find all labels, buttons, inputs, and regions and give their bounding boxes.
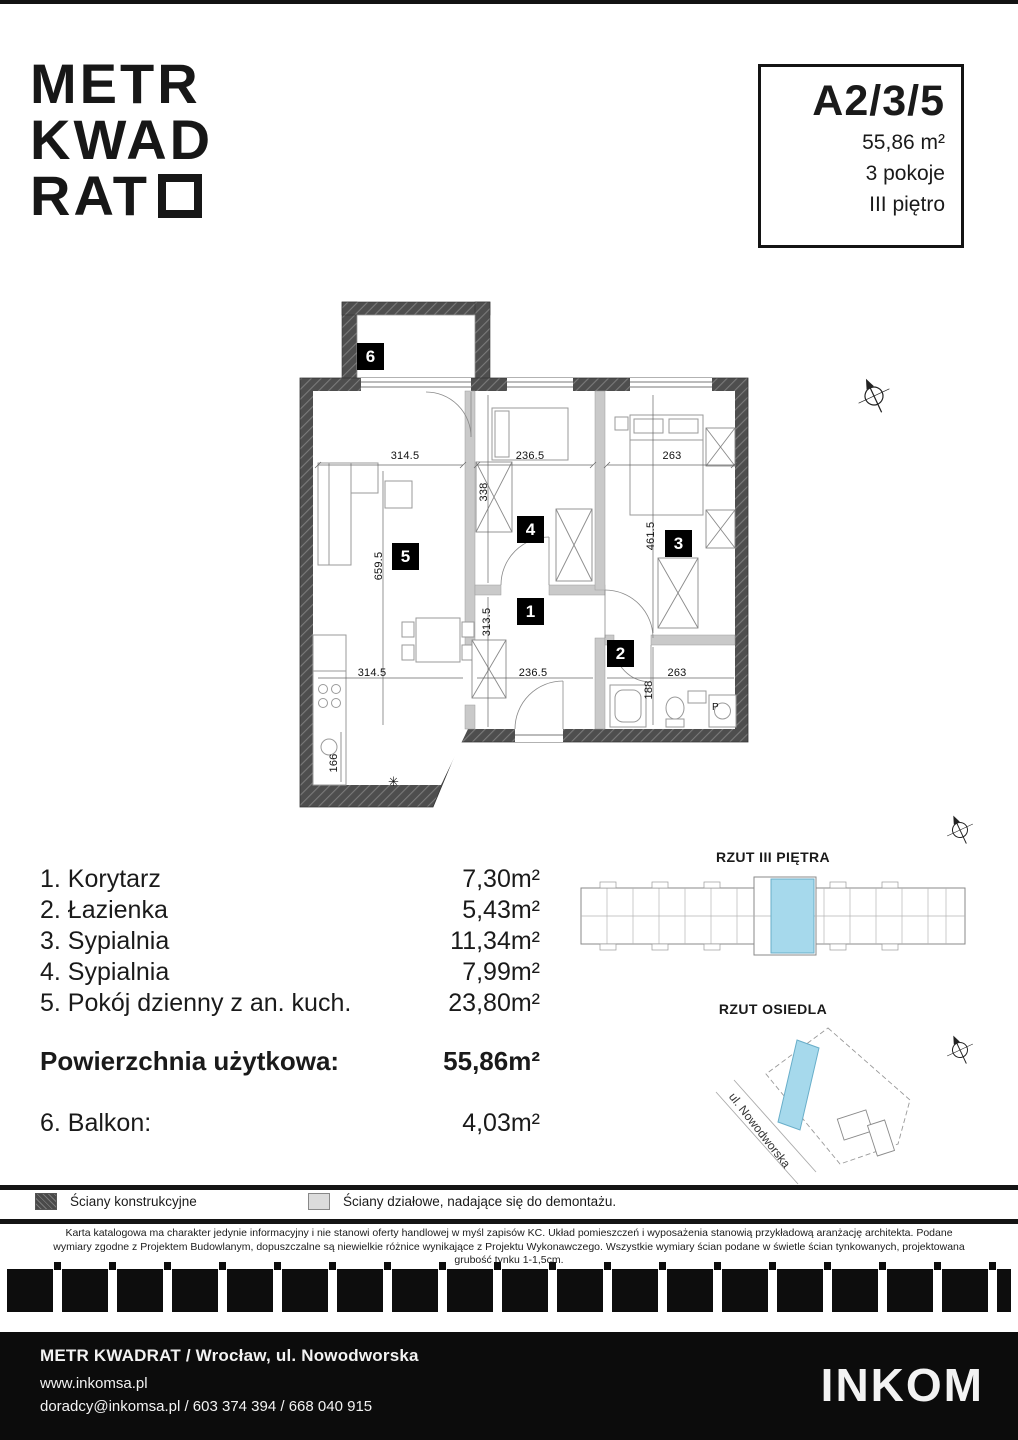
unit-code: A2/3/5	[812, 77, 945, 125]
balcony-row: 6. Balkon: 4,03m²	[40, 1108, 540, 1139]
balcony-label: 6. Balkon:	[40, 1109, 152, 1137]
highlighted-unit	[770, 878, 815, 954]
room-number-1: 1	[517, 598, 544, 625]
top-divider	[0, 0, 1018, 4]
compass-icon	[947, 1035, 973, 1064]
room-area: 5,43m²	[462, 896, 540, 924]
estate-plan-title: RZUT OSIEDLA	[718, 1001, 828, 1017]
room-area: 11,34m²	[450, 927, 540, 955]
room-number-2: 2	[607, 640, 634, 667]
legend-partition-walls: Ściany działowe, nadające się do demonta…	[308, 1193, 616, 1210]
room-name: 2. Łazienka	[40, 896, 168, 924]
dim-label-bath-vertical: 188	[643, 680, 655, 700]
furniture	[312, 407, 737, 786]
room-number-3: 3	[665, 530, 692, 557]
floor-plan-overview-title: RZUT III PIĘTRA	[715, 849, 831, 865]
unit-floor: III piętro	[869, 193, 945, 217]
highlighted-building	[777, 1039, 820, 1131]
metr-kwadrat-logo: METR KWAD RAT	[30, 56, 213, 224]
compass-icon	[858, 378, 890, 413]
room-area: 23,80m²	[448, 989, 540, 1017]
logo-line-1: METR	[30, 52, 201, 115]
filmstrip-large-squares	[7, 1269, 1011, 1312]
room-name: 1. Korytarz	[40, 865, 161, 893]
legend-label: Ściany działowe, nadające się do demonta…	[343, 1194, 617, 1209]
footer-contact: doradcy@inkomsa.pl / 603 374 394 / 668 0…	[40, 1398, 373, 1415]
room-number-5: 5	[392, 543, 419, 570]
floor-plan-drawing	[299, 301, 749, 808]
room-list-item: 5. Pokój dzienny z an. kuch. 23,80m²	[40, 988, 540, 1019]
filmstrip-small-squares	[7, 1262, 1011, 1270]
unit-info-box: A2/3/5 55,86 m² 3 pokoje III piętro	[758, 64, 964, 248]
room-list-item: 3. Sypialnia 11,34m²	[40, 926, 540, 957]
logo-line-3: RAT	[30, 168, 213, 224]
room-list-item: 2. Łazienka 5,43m²	[40, 895, 540, 926]
dim-label-room4-vertical: 338	[478, 482, 490, 502]
room-name: 5. Pokój dzienny z an. kuch.	[40, 989, 352, 1017]
wardrobes	[471, 427, 736, 699]
legend-structural-walls: Ściany konstrukcyjne	[35, 1193, 197, 1210]
drain-symbol: ✳	[388, 774, 399, 789]
room-number-6: 6	[357, 343, 384, 370]
legend-top-divider	[0, 1185, 1018, 1190]
room-area: 7,99m²	[462, 958, 540, 986]
structural-wall-swatch	[35, 1193, 57, 1210]
estate-plan	[715, 1027, 911, 1185]
washer-label: P	[712, 702, 719, 713]
room-area: 7,30m²	[462, 865, 540, 893]
windows	[361, 378, 712, 742]
balcony-area-value: 4,03m²	[462, 1109, 540, 1137]
inkom-logo: INKOM	[820, 1359, 984, 1411]
dim-label-bottom-mid: 236.5	[518, 667, 548, 679]
partition-walls	[464, 390, 736, 730]
total-area-value: 55,86m²	[443, 1046, 540, 1076]
footer-website: www.inkomsa.pl	[40, 1375, 148, 1392]
footer-address: METR KWADRAT / Wrocław, ul. Nowodworska	[40, 1346, 419, 1365]
legend-bottom-divider	[0, 1219, 1018, 1224]
total-area-row: Powierzchnia użytkowa: 55,86m²	[40, 1046, 540, 1077]
unit-rooms: 3 pokoje	[865, 162, 945, 186]
footer: METR KWADRAT / Wrocław, ul. Nowodworska …	[0, 1332, 1018, 1440]
logo-square-icon	[157, 174, 202, 218]
dim-label-bottom-right: 263	[667, 667, 687, 679]
total-area-label: Powierzchnia użytkowa:	[40, 1046, 340, 1076]
dim-label-top-right: 263	[662, 450, 682, 462]
dimension-lines	[314, 395, 738, 782]
unit-area: 55,86 m²	[862, 131, 945, 155]
dim-label-top-left: 314.5	[390, 450, 420, 462]
dim-label-top-mid: 236.5	[515, 450, 545, 462]
logo-line-3-text: RAT	[30, 164, 150, 227]
dim-label-kitchen-vertical: 166	[328, 753, 340, 773]
room-name: 3. Sypialnia	[40, 927, 170, 955]
floor-plan-overview	[580, 876, 966, 956]
dim-label-room3-vertical: 461.5	[645, 521, 657, 551]
room-list-item: 1. Korytarz 7,30m²	[40, 864, 540, 895]
dim-label-bottom-left: 314.5	[357, 667, 387, 679]
room-number-4: 4	[517, 516, 544, 543]
room-list-item: 4. Sypialnia 7,99m²	[40, 957, 540, 988]
room-name: 4. Sypialnia	[40, 958, 170, 986]
logo-line-2: KWAD	[30, 108, 214, 171]
legend-label: Ściany konstrukcyjne	[70, 1194, 197, 1209]
room-list: 1. Korytarz 7,30m² 2. Łazienka 5,43m² 3.…	[40, 864, 540, 1139]
dim-label-corridor-vertical: 313.5	[481, 607, 493, 637]
partition-wall-swatch	[308, 1193, 330, 1210]
compass-icon	[947, 815, 973, 844]
dim-label-left-vertical: 659.5	[373, 551, 385, 581]
disclaimer-text: Karta katalogowa ma charakter jedynie in…	[53, 1227, 965, 1266]
filmstrip-decoration	[7, 1262, 1011, 1312]
